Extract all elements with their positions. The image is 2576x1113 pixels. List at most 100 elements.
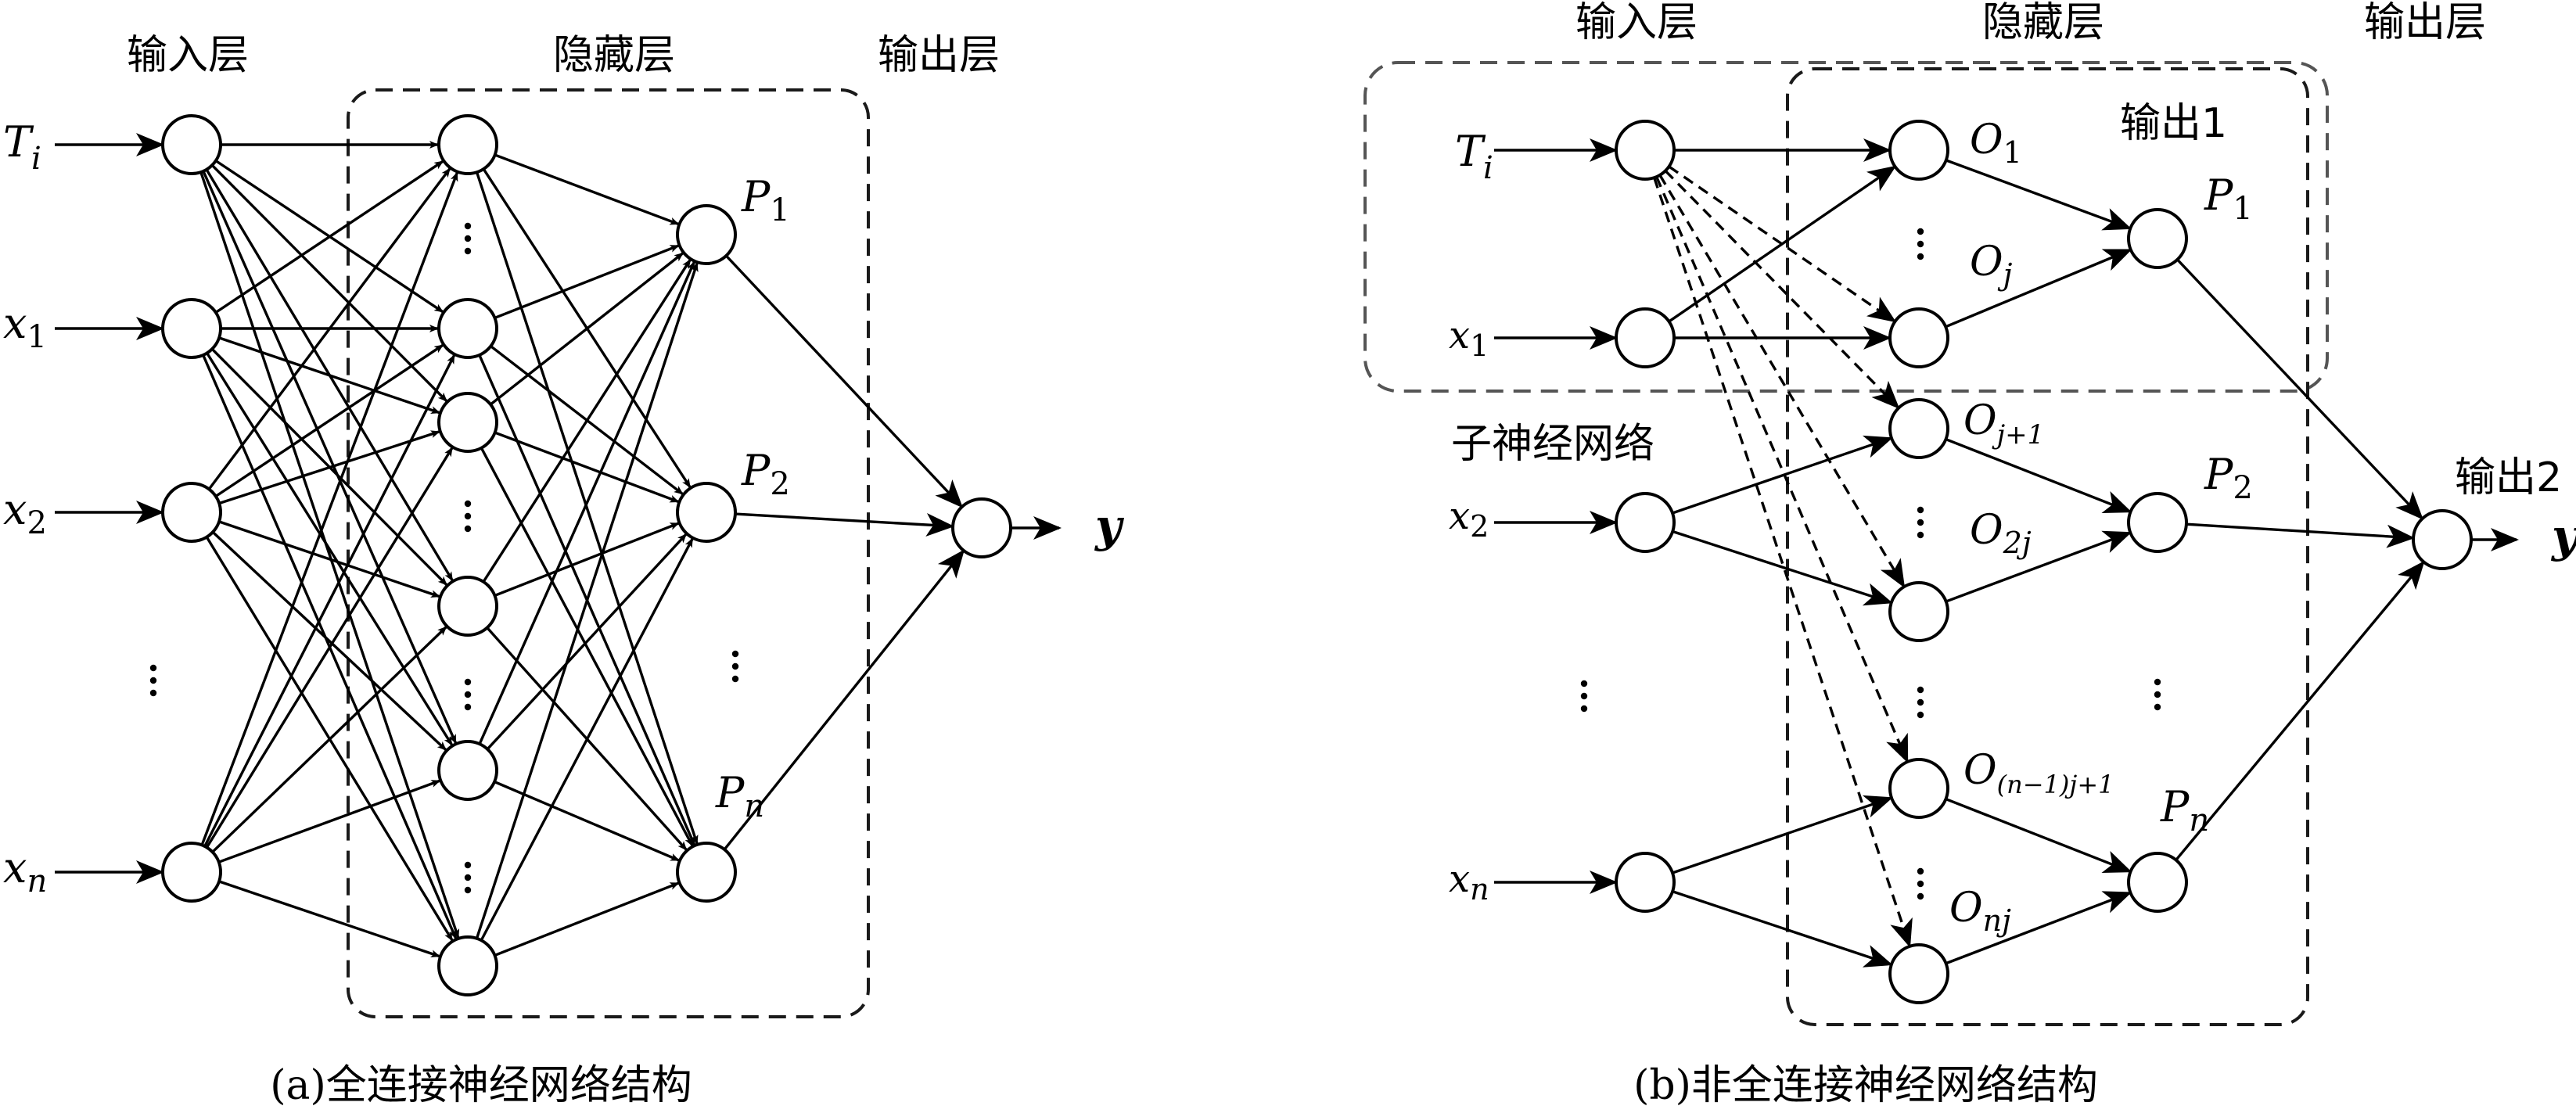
layer-title-output: 输出层	[878, 32, 1000, 79]
edge-p1-out	[735, 512, 955, 537]
ellipsis-dots	[1580, 228, 2161, 900]
hidden-output-ellipsis	[2154, 678, 2161, 711]
hidden-node-1	[437, 298, 498, 359]
edge-onj-pn	[1945, 891, 2132, 965]
dashed-edge-ti-h5	[1653, 177, 1913, 948]
hidden-node-4	[1888, 758, 1949, 819]
edge-p2-out	[2175, 560, 2425, 861]
edge-h2-p0	[490, 252, 684, 406]
hidden-node-label-oj: Oj	[1970, 239, 2013, 292]
hidden-output-node-0	[676, 204, 737, 265]
hidden-node-label-on1j1: O(n−1)j+1	[1963, 747, 2114, 799]
input-label-xn: xn	[1449, 857, 1489, 907]
hidden-ellipsis-1	[1917, 228, 1924, 260]
dashed-edge-ti-h1	[1668, 165, 1897, 323]
subnet-label: 子神经网络	[1451, 421, 1654, 468]
edge-in3-h2	[205, 447, 454, 849]
hidden-ellipsis-2	[464, 500, 472, 533]
hidden-node-5	[1888, 943, 1949, 1004]
hidden-node-label-oj1: Oj+1	[1963, 397, 2044, 451]
edge-x2-o2j	[1672, 530, 1893, 606]
input-node-3	[161, 842, 222, 903]
edge-in2-h2	[218, 430, 440, 505]
layer-title-output: 输出层	[2364, 0, 2486, 46]
hidden-node-2	[437, 392, 498, 453]
edge-in3-h0	[200, 171, 459, 846]
hidden-node-label-o1: O1	[1970, 117, 2022, 170]
edge-in1-h4	[206, 352, 454, 746]
edge-in2-h0	[207, 167, 451, 490]
hidden-output-label-p2: P2	[2204, 450, 2253, 506]
edge-h5-p1	[480, 537, 694, 942]
hidden-output-node-2	[2127, 852, 2188, 913]
output-label-y: y	[2550, 509, 2576, 562]
hidden-output-node-2	[676, 842, 737, 903]
output-label-y: y	[1094, 499, 1125, 552]
input-node-0	[1615, 120, 1676, 181]
subnet-box	[1363, 61, 2329, 393]
hidden-ellipsis-3	[464, 678, 472, 711]
edges	[55, 133, 1062, 958]
hidden-node-5	[437, 935, 498, 996]
edge-h0-p2	[475, 171, 699, 845]
hidden-node-4	[437, 740, 498, 801]
hidden-output-label-p2: P2	[741, 446, 790, 502]
layer-title-hidden: 隐藏层	[553, 32, 675, 79]
edge-h3-p1	[494, 522, 680, 598]
edge-o2j-p2	[1945, 530, 2132, 603]
edge-in3-h1	[203, 354, 456, 847]
input-label-ti: Ti	[3, 117, 41, 177]
dashed-edge-ti-h3	[1658, 174, 1906, 588]
hidden-ellipsis-1	[464, 222, 472, 255]
edge-on1j1-pn	[1945, 797, 2132, 873]
edge-h5-p0	[475, 262, 699, 939]
edge-in3-h5	[218, 880, 440, 958]
edge-x2-oj1	[1672, 435, 1893, 515]
edge-p0-out	[725, 254, 964, 508]
output-node	[2412, 509, 2473, 570]
edge-h4-p1	[486, 533, 688, 750]
edge-oj-p1	[1945, 249, 2132, 329]
hidden-output-node-1	[676, 482, 737, 543]
caption-a: (a)全连接神经网络结构	[270, 1062, 692, 1109]
layer-title-hidden: 隐藏层	[1982, 0, 2104, 46]
input-node-2	[161, 482, 222, 543]
edge-h4-p2	[494, 780, 680, 862]
input-node-1	[161, 298, 222, 359]
hidden-output-ellipsis	[731, 650, 739, 683]
edge-in1-h2	[218, 336, 440, 415]
input-label-x2: x2	[1449, 494, 1489, 544]
edge-h4-p0	[478, 260, 696, 745]
edge-in2-h1	[214, 343, 444, 497]
hidden-ellipsis-4	[1917, 867, 1924, 900]
hidden-node-3	[437, 576, 498, 637]
edge-oj1-p2	[1945, 437, 2132, 513]
edge-p2-out	[723, 549, 965, 851]
edge-in3-h4	[218, 779, 441, 863]
hidden-output-node-0	[2127, 208, 2188, 269]
input-node-3	[1615, 852, 1676, 913]
edge-in0-h5	[199, 171, 460, 939]
edge-p1-out	[2186, 522, 2416, 548]
edge-xn-onj	[1672, 890, 1893, 968]
hidden-node-0	[1888, 120, 1949, 181]
input-ellipsis	[149, 664, 157, 697]
hidden-output-label-p1: P1	[741, 172, 790, 228]
input-label-x2: x2	[3, 485, 47, 541]
edge-p0-out	[2176, 258, 2423, 520]
edge-o1-p1	[1945, 159, 2132, 231]
layer-title-input: 输入层	[127, 32, 249, 79]
hidden-layer-box	[1786, 67, 2309, 1026]
hidden-ellipsis-2	[1917, 506, 1924, 539]
hidden-output-label-pn: Pn	[715, 768, 764, 824]
hidden-node-2	[1888, 398, 1949, 459]
hidden-node-1	[1888, 307, 1949, 368]
panel-b-partially-connected: 输入层 隐藏层 输出层 输出1 输出2 子神经网络 Ti x1 x2 xn O1…	[1363, 0, 2576, 1109]
input-label-x1: x1	[3, 299, 47, 355]
edge-in3-h3	[211, 626, 447, 853]
output-node	[951, 497, 1012, 558]
edge-in1-h0	[214, 160, 444, 314]
output2-label: 输出2	[2455, 454, 2562, 501]
edge-h1-p0	[494, 244, 680, 320]
